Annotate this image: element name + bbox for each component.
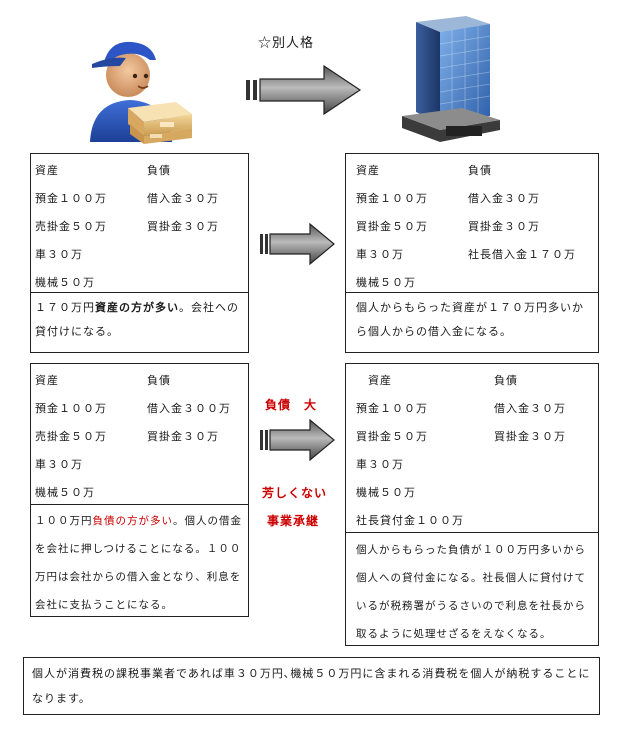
office-building-icon [402, 16, 500, 142]
assets-header: 資産 [35, 164, 59, 177]
asset-item: 車３０万 [35, 458, 83, 471]
asset-item: 機械５０万 [356, 276, 416, 289]
person-with-boxes-icon [90, 41, 192, 144]
liability-item: 買掛金３０万 [147, 220, 219, 233]
asset-item: 社長貸付金１００万 [356, 514, 464, 527]
arrow-right-icon [260, 418, 335, 462]
box-note: １００万円負債の方が多い。個人の借金を会社に押しつけることになる。１００万円は会… [35, 507, 243, 619]
asset-item: 車３０万 [356, 248, 404, 261]
liability-item: 買掛金３０万 [494, 430, 566, 443]
asset-item: 預金１００万 [356, 402, 428, 415]
asset-item: 預金１００万 [35, 402, 107, 415]
unfavorable-label: 芳しくない [262, 486, 328, 500]
asset-item: 機械５０万 [35, 486, 95, 499]
liability-item: 借入金３０万 [494, 402, 566, 415]
assets-header: 資産 [356, 164, 380, 177]
note-emphasis: 資産の方が多い [95, 301, 179, 314]
asset-item: 預金１００万 [35, 192, 107, 205]
note-amount: １００万円 [35, 515, 93, 527]
large-liabilities-label: 負債 大 [265, 398, 318, 412]
divider [31, 292, 248, 293]
assets-header: 資産 [35, 374, 59, 387]
separate-entity-label: ☆別人格 [258, 36, 315, 51]
company-balance-box: 資産 預金１００万 買掛金５０万 車３０万 機械５０万 負債 借入金３０万 買掛… [345, 153, 599, 353]
company-balance-box-2: 資産 預金１００万 買掛金５０万 車３０万 機械５０万 社長貸付金１００万 負債… [345, 363, 599, 646]
liabilities-header: 負債 [468, 164, 492, 177]
personal-balance-box-2: 資産 預金１００万 売掛金５０万 車３０万 機械５０万 負債 借入金３００万 買… [30, 363, 249, 617]
divider [31, 504, 248, 505]
liability-item: 借入金３００万 [147, 402, 231, 415]
assets-header: 資産 [368, 374, 392, 387]
liabilities-header: 負債 [147, 374, 171, 387]
arrow-right-icon [246, 64, 362, 116]
liabilities-header: 負債 [147, 164, 171, 177]
liability-item: 借入金３０万 [147, 192, 219, 205]
arrow-right-icon [260, 222, 335, 266]
divider [346, 292, 598, 293]
liabilities-header: 負債 [494, 374, 518, 387]
divider [346, 532, 598, 533]
liability-item: 借入金３０万 [468, 192, 540, 205]
business-succession-label: 事業承継 [267, 514, 320, 528]
liability-item: 社長借入金１７０万 [468, 248, 576, 261]
asset-item: 売掛金５０万 [35, 430, 107, 443]
asset-item: 預金１００万 [356, 192, 428, 205]
note-emphasis: 負債の方が多い [92, 515, 173, 527]
liability-item: 買掛金３０万 [147, 430, 219, 443]
asset-item: 買掛金５０万 [356, 430, 428, 443]
note-text: 。会社への貸付けになる。 [35, 301, 239, 338]
asset-item: 車３０万 [35, 248, 83, 261]
footer-text: 個人が消費税の課税事業者であれば車３０万円､機械５０万円に含まれる消費税を個人が… [32, 667, 591, 705]
asset-item: 機械５０万 [356, 486, 416, 499]
box-note: １７０万円資産の方が多い。会社への貸付けになる。 [35, 296, 243, 344]
box-note: 個人からもらった負債が１００万円多いから個人への貸付金になる。社長個人に貸付けて… [356, 544, 586, 640]
asset-item: 機械５０万 [35, 276, 95, 289]
personal-balance-box: 資産 預金１００万 売掛金５０万 車３０万 機械５０万 負債 借入金３０万 買掛… [30, 153, 249, 353]
asset-item: 車３０万 [356, 458, 404, 471]
note-text: 。個人の借金を会社に押しつけることになる。１００万円は会社からの借入金となり、利… [35, 515, 242, 611]
footer-note-box: 個人が消費税の課税事業者であれば車３０万円､機械５０万円に含まれる消費税を個人が… [23, 657, 600, 715]
liability-item: 買掛金３０万 [468, 220, 540, 233]
asset-item: 売掛金５０万 [35, 220, 107, 233]
box-note: 個人からもらった資産が１７０万円多いから個人からの借入金になる。 [356, 301, 584, 338]
asset-item: 買掛金５０万 [356, 220, 428, 233]
note-amount: １７０万円 [35, 301, 95, 314]
